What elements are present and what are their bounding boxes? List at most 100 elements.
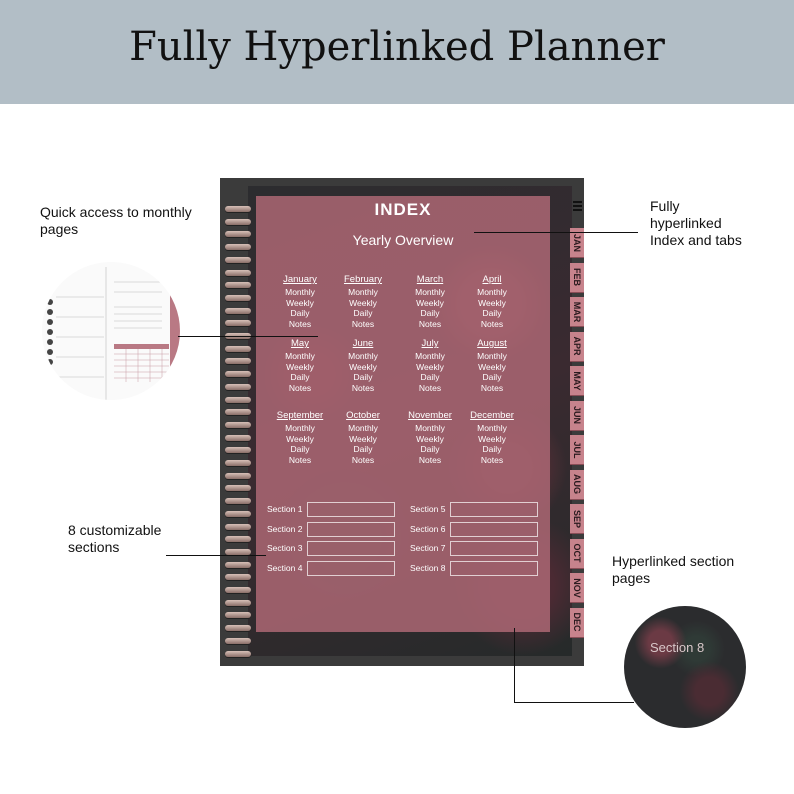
section-name-field[interactable] xyxy=(450,502,538,517)
month-sub-link-daily[interactable]: Daily xyxy=(420,308,440,318)
month-sub-link-weekly[interactable]: Weekly xyxy=(478,361,506,372)
month-sub-link-notes[interactable]: Notes xyxy=(480,454,504,465)
month-sub-link-monthly[interactable]: Monthly xyxy=(348,351,378,361)
tab-oct[interactable]: OCT xyxy=(570,538,584,569)
spiral-ring xyxy=(225,637,251,644)
month-link[interactable]: December xyxy=(470,410,514,421)
month-sub-link-monthly[interactable]: Monthly xyxy=(415,287,445,297)
month-sub-link-notes[interactable]: Notes xyxy=(351,454,375,465)
month-link[interactable]: November xyxy=(408,410,452,421)
section-link-2[interactable]: Section 2 xyxy=(267,521,397,537)
yearly-overview-link[interactable]: Yearly Overview xyxy=(352,232,454,248)
month-link[interactable]: July xyxy=(421,338,439,349)
month-link[interactable]: October xyxy=(346,410,380,421)
month-sub-link-weekly[interactable]: Weekly xyxy=(349,433,377,444)
month-sub-link-daily[interactable]: Daily xyxy=(290,372,310,382)
month-sub-link-weekly[interactable]: Weekly xyxy=(286,433,314,444)
month-link[interactable]: April xyxy=(482,274,502,285)
section-name-field[interactable] xyxy=(307,502,395,517)
month-sub-link-weekly[interactable]: Weekly xyxy=(416,433,444,444)
section-name-field[interactable] xyxy=(307,521,395,537)
month-sub-link-daily[interactable]: Daily xyxy=(353,372,373,382)
tab-feb[interactable]: FEB xyxy=(570,262,584,293)
section-link-6[interactable]: Section 6 xyxy=(410,521,540,537)
month-link[interactable]: May xyxy=(291,338,309,349)
spiral-ring xyxy=(225,498,251,505)
tab-may[interactable]: MAY xyxy=(570,366,584,396)
month-link[interactable]: January xyxy=(283,274,317,285)
section-name-field[interactable] xyxy=(450,541,538,556)
month-sub-link-weekly[interactable]: Weekly xyxy=(478,433,506,444)
tab-jul[interactable]: JUL xyxy=(570,435,584,465)
month-sub-link-notes[interactable]: Notes xyxy=(288,382,312,393)
month-sub-link-weekly[interactable]: Weekly xyxy=(349,297,377,308)
section-name-field[interactable] xyxy=(450,521,538,537)
month-sub-link-monthly[interactable]: Monthly xyxy=(415,423,445,433)
callout-sections: 8 customizable sections xyxy=(68,522,162,555)
month-sub-link-monthly[interactable]: Monthly xyxy=(285,287,315,297)
tab-mar[interactable]: MAR xyxy=(570,297,584,327)
month-sub-link-monthly[interactable]: Monthly xyxy=(285,423,315,433)
tab-aug[interactable]: AUG xyxy=(570,469,584,500)
month-sub-link-monthly[interactable]: Monthly xyxy=(285,351,315,361)
month-sub-link-weekly[interactable]: Weekly xyxy=(478,297,506,308)
month-sub-link-notes[interactable]: Notes xyxy=(288,318,312,329)
section-link-7[interactable]: Section 7 xyxy=(410,541,540,556)
tab-apr[interactable]: APR xyxy=(570,331,584,362)
month-link[interactable]: June xyxy=(352,338,374,349)
month-sub-link-daily[interactable]: Daily xyxy=(420,444,440,454)
tab-sep[interactable]: SEP xyxy=(570,504,584,534)
section-label: Section 3 xyxy=(267,543,303,553)
tab-jun[interactable]: JUN xyxy=(570,400,584,431)
month-sub-link-daily[interactable]: Daily xyxy=(482,444,502,454)
month-sub-link-notes[interactable]: Notes xyxy=(480,382,504,393)
section-link-5[interactable]: Section 5 xyxy=(410,502,540,517)
month-sub-link-monthly[interactable]: Monthly xyxy=(348,423,378,433)
month-sub-link-daily[interactable]: Daily xyxy=(290,308,310,318)
month-sub-link-daily[interactable]: Daily xyxy=(420,372,440,382)
month-sub-link-notes[interactable]: Notes xyxy=(418,454,442,465)
section-name-field[interactable] xyxy=(450,560,538,576)
month-link[interactable]: February xyxy=(343,274,382,285)
month-sub-link-notes[interactable]: Notes xyxy=(288,454,312,465)
month-sub-link-notes[interactable]: Notes xyxy=(351,382,375,393)
tab-jan[interactable]: JAN xyxy=(570,228,584,258)
month-link[interactable]: March xyxy=(416,274,444,285)
month-sub-link-daily[interactable]: Daily xyxy=(353,444,373,454)
tab-nov[interactable]: NOV xyxy=(570,573,584,603)
tab-label: APR xyxy=(572,336,582,356)
section-link-4[interactable]: Section 4 xyxy=(267,560,397,576)
month-link[interactable]: September xyxy=(276,410,324,421)
month-sub-link-monthly[interactable]: Monthly xyxy=(415,351,445,361)
menu-icon[interactable] xyxy=(573,201,582,213)
month-sub-link-monthly[interactable]: Monthly xyxy=(477,287,507,297)
section-name-field[interactable] xyxy=(307,541,395,556)
month-sub-link-weekly[interactable]: Weekly xyxy=(416,297,444,308)
section-name-field[interactable] xyxy=(307,560,395,576)
month-sub-link-notes[interactable]: Notes xyxy=(418,318,442,329)
tab-label: DEC xyxy=(572,612,582,632)
section-label: Section 6 xyxy=(410,523,446,534)
month-sub-link-daily[interactable]: Daily xyxy=(482,308,502,318)
month-sub-link-weekly[interactable]: Weekly xyxy=(286,297,314,308)
month-sub-link-weekly[interactable]: Weekly xyxy=(286,361,314,372)
month-sub-link-monthly[interactable]: Monthly xyxy=(348,287,378,297)
month-sub-link-daily[interactable]: Daily xyxy=(353,308,373,318)
month-sub-link-monthly[interactable]: Monthly xyxy=(477,351,507,361)
month-sub-link-daily[interactable]: Daily xyxy=(482,372,502,382)
month-link[interactable]: August xyxy=(477,338,507,349)
spiral-ring xyxy=(225,294,251,301)
section-link-8[interactable]: Section 8 xyxy=(410,560,540,576)
month-sub-link-weekly[interactable]: Weekly xyxy=(349,361,377,372)
month-sub-link-notes[interactable]: Notes xyxy=(418,382,442,393)
tab-label: SEP xyxy=(572,509,582,528)
month-sub-link-weekly[interactable]: Weekly xyxy=(416,361,444,372)
section-link-1[interactable]: Section 1 xyxy=(267,502,397,517)
tab-dec[interactable]: DEC xyxy=(570,607,584,638)
section-link-3[interactable]: Section 3 xyxy=(267,541,397,556)
month-sub-link-notes[interactable]: Notes xyxy=(480,318,504,329)
month-sub-link-notes[interactable]: Notes xyxy=(351,318,375,329)
month-sub-link-monthly[interactable]: Monthly xyxy=(477,423,507,433)
spiral-ring xyxy=(225,218,251,225)
month-sub-link-daily[interactable]: Daily xyxy=(290,444,310,454)
